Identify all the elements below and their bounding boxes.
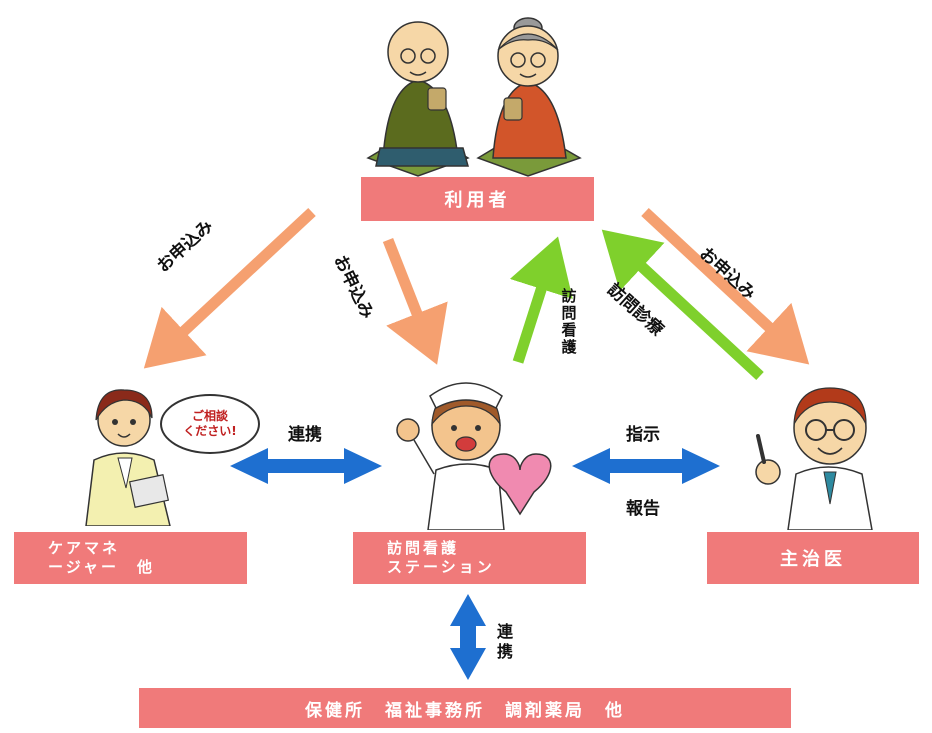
label-coop-left: 連携 <box>288 425 322 445</box>
nurse-illustration <box>396 382 552 530</box>
label-visit-nursing-text: 訪問看護 <box>561 287 577 356</box>
arrow-coop-left <box>230 448 382 484</box>
node-doctor: 主治医 <box>707 532 919 584</box>
speech-bubble-line2: ください! <box>183 424 237 438</box>
node-station-line2: ステーション <box>387 558 495 576</box>
care-manager-illustration <box>85 389 171 526</box>
arrow-visit-nursing <box>509 236 573 364</box>
arrow-apply-left <box>143 207 316 369</box>
node-care-manager: ケアマネ ージャー 他 <box>14 532 247 584</box>
node-care-manager-line2: ージャー 他 <box>48 558 155 576</box>
label-coop-bottom-text: 連携 <box>496 622 513 661</box>
label-report: 報告 <box>626 499 660 519</box>
arrow-apply-right <box>641 207 810 365</box>
label-visit-nursing: 訪問看護 <box>560 288 578 356</box>
node-user-label: 利用者 <box>444 190 511 211</box>
node-station: 訪問看護 ステーション <box>353 532 586 584</box>
node-care-manager-line1: ケアマネ <box>48 539 121 557</box>
arrow-coop-bottom <box>450 594 486 680</box>
speech-bubble-line1: ご相談 <box>191 409 228 423</box>
doctor-illustration <box>755 387 873 530</box>
label-coop-bottom: 連携 <box>496 622 514 662</box>
elderly-couple-illustration <box>366 17 582 177</box>
node-doctor-label: 主治医 <box>780 549 846 570</box>
speech-bubble: ご相談 ください! <box>160 394 260 454</box>
node-user: 利用者 <box>361 177 594 221</box>
arrow-visit-medical <box>601 229 764 381</box>
node-bottom: 保健所 福祉事務所 調剤薬局 他 <box>139 688 791 728</box>
label-instruction: 指示 <box>626 425 660 445</box>
node-bottom-label: 保健所 福祉事務所 調剤薬局 他 <box>305 700 625 721</box>
arrow-instruct-report <box>572 448 720 484</box>
arrow-apply-center <box>382 237 448 365</box>
node-station-line1: 訪問看護 <box>387 539 460 557</box>
